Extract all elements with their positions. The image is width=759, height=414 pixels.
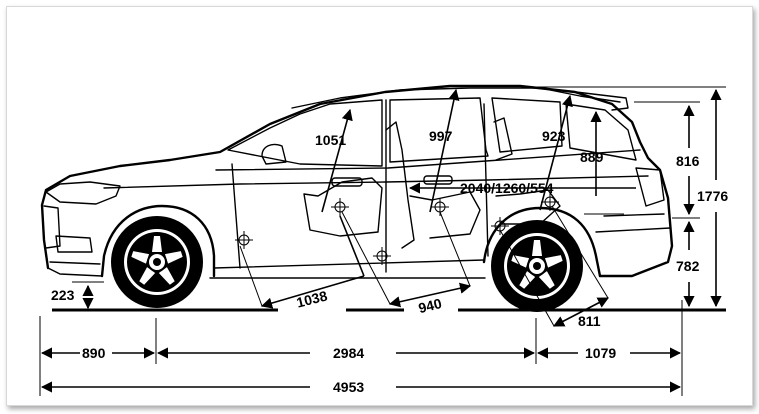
car-outline	[40, 84, 674, 279]
label-overall-length: 4953	[333, 379, 364, 395]
label-legroom-third: 811	[578, 313, 601, 329]
diagram-frame	[6, 6, 753, 406]
h-point-markers	[235, 193, 559, 265]
label-roof-to-belt: 816	[676, 153, 700, 169]
label-belt-height: 782	[676, 258, 700, 274]
label-front-overhang: 890	[82, 345, 106, 361]
label-overall-height: 1776	[697, 188, 728, 204]
label-headroom-third: 923	[542, 128, 566, 144]
label-cargo-lengths: 2040/1260/554	[460, 180, 554, 196]
label-headroom-front: 1051	[315, 132, 346, 148]
label-legroom-front: 1038	[295, 287, 329, 310]
label-rear-overhang-height: 889	[580, 149, 604, 165]
label-headroom-second: 997	[429, 128, 453, 144]
interior-dimension-lines	[239, 88, 636, 327]
label-rear-overhang: 1079	[585, 345, 616, 361]
label-ground-clearance: 223	[51, 287, 75, 303]
label-wheelbase: 2984	[333, 345, 364, 361]
label-legroom-second: 940	[417, 295, 444, 316]
dimension-labels: 1051 997 923 889 2040/1260/554 816 1776 …	[51, 128, 728, 395]
exterior-dimension-lines	[39, 86, 726, 396]
rear-wheel	[491, 220, 583, 312]
front-wheel	[111, 216, 203, 308]
